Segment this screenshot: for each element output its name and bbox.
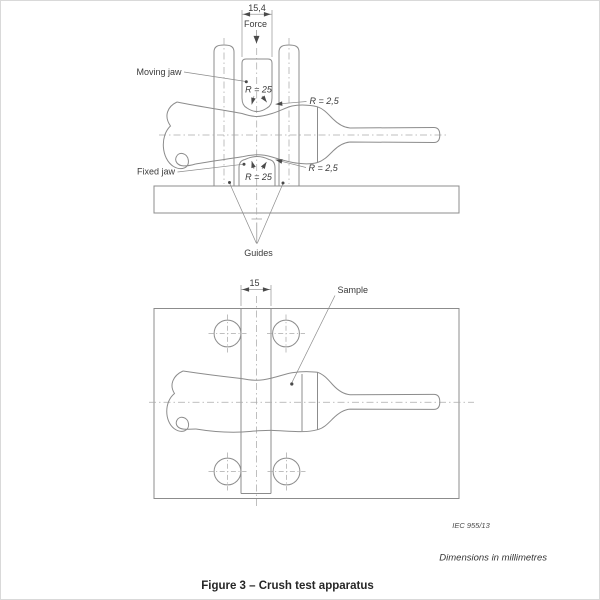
edge-radius-bottom-leader	[275, 159, 307, 168]
moving-jaw-radius-arrow-right	[260, 95, 268, 103]
edge-radius-top-label: R = 2,5	[310, 96, 340, 106]
guide-hole-top-left	[208, 314, 247, 353]
dimension-15-4-label: 15,4	[248, 3, 266, 13]
cable-sample-plan-outline	[182, 370, 441, 433]
units-note: Dimensions in millimetres	[439, 553, 547, 564]
guide-hole-circle	[272, 457, 301, 486]
fixed-jaw-radius-label: R = 25	[245, 172, 273, 182]
dimension-15: 15	[240, 278, 272, 306]
side-view-diagram: 15,4 Force Moving jaw Fixed jaw R = 25 R…	[136, 3, 460, 258]
moving-jaw-label: Moving jaw	[136, 67, 182, 77]
guides-label: Guides	[244, 248, 273, 258]
sample-label: Sample	[338, 285, 369, 295]
figure-caption: Figure 3 – Crush test apparatus	[201, 580, 374, 592]
fixed-jaw-block	[238, 155, 276, 186]
moving-jaw-leader	[183, 71, 247, 82]
guides-leader-right	[256, 183, 284, 244]
sample-leader	[291, 295, 336, 383]
guide-hole-top-right	[267, 314, 305, 353]
guide-hole-bottom-left	[208, 452, 247, 491]
plan-view-diagram: 15 Sample	[149, 278, 474, 509]
drawing-reference: IEC 955/13	[452, 521, 490, 530]
moving-jaw-leader-dot	[244, 80, 248, 84]
edge-radius-bottom-label: R = 2,5	[309, 163, 339, 173]
fixed-jaw-leader	[177, 163, 244, 173]
guides-leader-dot-left	[228, 181, 231, 184]
dimension-15-4: 15,4	[241, 3, 273, 57]
guide-hole-circle	[213, 319, 242, 348]
fixed-jaw-radius-arrow-left	[251, 160, 256, 170]
moving-jaw-radius-label: R = 25	[245, 85, 273, 95]
edge-radius-top-leader	[275, 101, 307, 106]
fixed-jaw-leader-dot	[242, 162, 246, 166]
sample-leader-dot	[290, 382, 294, 386]
fixed-jaw-radius-arrow-right	[260, 161, 267, 170]
guide-hole-bottom-right	[267, 452, 306, 491]
base-plate-plan	[153, 308, 460, 499]
guides-leader-left	[229, 182, 257, 244]
cable-sample-side-end-curl	[162, 101, 196, 170]
guides-leader-dot-right	[281, 181, 285, 185]
guide-hole-circle	[272, 319, 300, 348]
cable-sample-side-outline	[176, 101, 441, 165]
moving-jaw-block	[241, 58, 273, 113]
dimension-15-label: 15	[249, 278, 259, 288]
fixed-jaw-label: Fixed jaw	[137, 167, 176, 177]
base-plate-side	[153, 185, 460, 214]
moving-jaw-radius-arrow-left	[251, 95, 256, 105]
force-label: Force	[244, 19, 267, 29]
cable-sample-plan-end-curl	[166, 370, 197, 432]
guide-hole-circle	[213, 457, 242, 486]
